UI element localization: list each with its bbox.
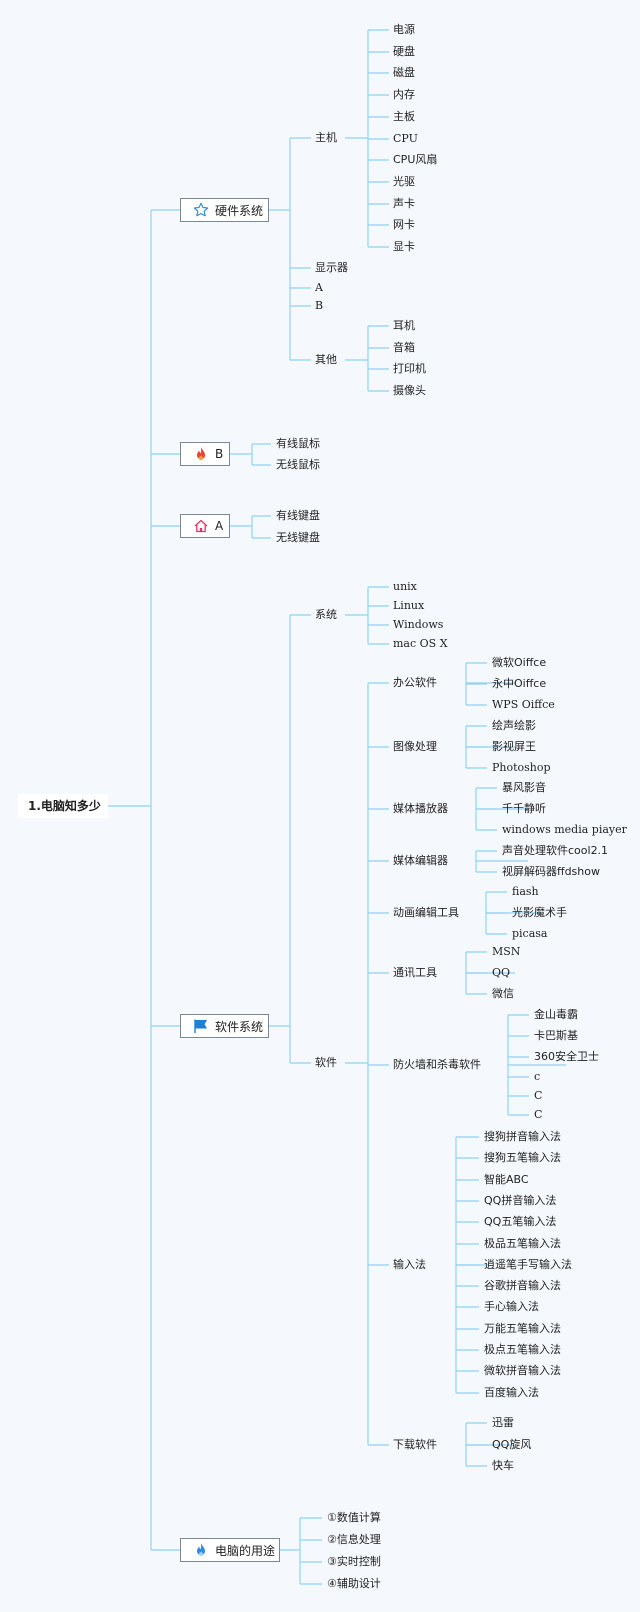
app-item-anim[interactable]: picasa	[512, 927, 548, 940]
app-category-office[interactable]: 办公软件	[393, 676, 437, 689]
branch-software-label: 软件系统	[215, 1019, 264, 1034]
app-item-ime[interactable]: 手心输入法	[484, 1300, 539, 1313]
apps-node[interactable]: 软件	[315, 1056, 337, 1069]
app-category-image[interactable]: 图像处理	[393, 740, 437, 753]
app-item-download[interactable]: 迅雷	[492, 1416, 514, 1429]
other-item[interactable]: 耳机	[393, 319, 415, 332]
root-node[interactable]: 1.电脑知多少	[18, 794, 108, 818]
host-item[interactable]: CPU	[393, 132, 418, 145]
host-item[interactable]: 电源	[393, 23, 415, 36]
usage-item[interactable]: ④辅助设计	[327, 1577, 381, 1590]
app-item-anim[interactable]: 光影魔术手	[512, 906, 567, 919]
app-item-player[interactable]: windows media piayer	[502, 823, 627, 836]
branch-keyboard[interactable]: A	[180, 514, 230, 538]
app-category-editor[interactable]: 媒体编辑器	[393, 854, 448, 867]
keyboard-item[interactable]: 无线键盘	[276, 531, 320, 544]
usage-item[interactable]: ②信息处理	[327, 1533, 381, 1546]
branch-hardware-label: 硬件系统	[215, 203, 264, 218]
branch-hardware[interactable]: 硬件系统	[180, 198, 269, 222]
app-category-player[interactable]: 媒体播放器	[393, 802, 448, 815]
app-item-download[interactable]: 快车	[492, 1459, 514, 1472]
monitor-node[interactable]: 显示器	[315, 261, 348, 274]
system-item[interactable]: Linux	[393, 599, 425, 612]
mouse-item[interactable]: 无线鼠标	[276, 458, 320, 471]
branch-mouse[interactable]: B	[180, 442, 230, 466]
usage-item[interactable]: ③实时控制	[327, 1555, 381, 1568]
app-item-editor[interactable]: 视屏解码器ffdshow	[502, 865, 600, 878]
app-item-ime[interactable]: QQ拼音输入法	[484, 1194, 557, 1207]
app-item-office[interactable]: 微软Oiffce	[492, 656, 547, 669]
app-item-ime[interactable]: 智能ABC	[484, 1173, 529, 1186]
system-item[interactable]: unix	[393, 580, 417, 593]
app-item-av[interactable]: 金山毒霸	[534, 1008, 578, 1021]
mouse-item[interactable]: 有线鼠标	[276, 437, 320, 450]
app-item-ime[interactable]: QQ五笔输入法	[484, 1215, 557, 1228]
branch-usage[interactable]: 电脑的用途	[180, 1538, 280, 1562]
app-item-player[interactable]: 暴风影音	[502, 781, 546, 794]
host-item[interactable]: 主板	[393, 110, 415, 123]
app-item-image[interactable]: 影视屏王	[492, 740, 536, 753]
host-item[interactable]: 硬盘	[393, 45, 415, 58]
keyboard-item[interactable]: 有线键盘	[276, 509, 320, 522]
app-item-office[interactable]: WPS Oiffce	[492, 698, 555, 711]
app-category-im[interactable]: 通讯工具	[393, 966, 437, 979]
app-category-ime[interactable]: 输入法	[393, 1258, 426, 1271]
app-item-ime[interactable]: 逍遥笔手写输入法	[484, 1258, 572, 1271]
branch-keyboard-label: A	[215, 519, 224, 533]
app-item-editor[interactable]: 声音处理软件cool2.1	[502, 844, 609, 857]
other-node[interactable]: 其他	[315, 353, 337, 366]
app-item-player[interactable]: 千千静听	[502, 802, 546, 815]
systems-node[interactable]: 系统	[315, 608, 337, 621]
other-item[interactable]: 音箱	[393, 341, 415, 354]
app-item-im[interactable]: QQ	[492, 966, 511, 979]
app-item-download[interactable]: QQ旋风	[492, 1438, 532, 1451]
app-item-im[interactable]: MSN	[492, 945, 521, 958]
app-category-av[interactable]: 防火墙和杀毒软件	[393, 1058, 481, 1071]
system-item[interactable]: Windows	[393, 618, 444, 631]
host-item[interactable]: 光驱	[393, 175, 415, 188]
app-category-download[interactable]: 下载软件	[393, 1438, 437, 1451]
hw-a-node[interactable]: A	[315, 281, 323, 294]
app-item-image[interactable]: 绘声绘影	[492, 719, 536, 732]
app-item-av[interactable]: 卡巴斯基	[534, 1029, 578, 1042]
app-item-ime[interactable]: 百度输入法	[484, 1386, 539, 1399]
app-item-av[interactable]: C	[534, 1089, 543, 1102]
app-item-office[interactable]: 永中Oiffce	[492, 677, 547, 690]
host-item[interactable]: 显卡	[393, 240, 415, 253]
system-item[interactable]: mac OS X	[393, 637, 448, 650]
app-item-av[interactable]: 360安全卫士	[534, 1050, 599, 1063]
hw-b-node[interactable]: B	[315, 299, 324, 312]
branch-mouse-label: B	[215, 447, 224, 461]
app-item-image[interactable]: Photoshop	[492, 761, 551, 774]
app-item-av[interactable]: c	[534, 1070, 541, 1083]
app-category-anim[interactable]: 动画编辑工具	[393, 906, 459, 919]
usage-item[interactable]: ①数值计算	[327, 1511, 381, 1524]
home-icon	[193, 518, 209, 534]
other-item[interactable]: 摄像头	[393, 384, 426, 397]
app-item-ime[interactable]: 微软拼音输入法	[484, 1364, 561, 1377]
other-item[interactable]: 打印机	[393, 362, 426, 375]
host-item[interactable]: CPU风扇	[393, 153, 438, 166]
branch-software[interactable]: 软件系统	[180, 1014, 269, 1038]
host-item[interactable]: 网卡	[393, 218, 415, 231]
flame-icon	[193, 1542, 209, 1558]
app-item-anim[interactable]: fiash	[512, 885, 539, 898]
app-item-av[interactable]: C	[534, 1108, 543, 1121]
app-item-ime[interactable]: 搜狗五笔输入法	[484, 1151, 561, 1164]
host-item[interactable]: 磁盘	[393, 66, 415, 79]
host-item[interactable]: 内存	[393, 88, 415, 101]
star-icon	[193, 202, 209, 218]
app-item-ime[interactable]: 万能五笔输入法	[484, 1322, 561, 1335]
app-item-ime[interactable]: 极品五笔输入法	[484, 1237, 561, 1250]
flag-icon	[193, 1018, 209, 1034]
host-item[interactable]: 声卡	[393, 197, 415, 210]
app-item-im[interactable]: 微信	[492, 987, 514, 1000]
app-item-ime[interactable]: 搜狗拼音输入法	[484, 1130, 561, 1143]
app-item-ime[interactable]: 极点五笔输入法	[484, 1343, 561, 1356]
host-node[interactable]: 主机	[315, 131, 337, 144]
fire-icon	[193, 446, 209, 462]
app-item-ime[interactable]: 谷歌拼音输入法	[484, 1279, 561, 1292]
branch-usage-label: 电脑的用途	[215, 1543, 276, 1558]
